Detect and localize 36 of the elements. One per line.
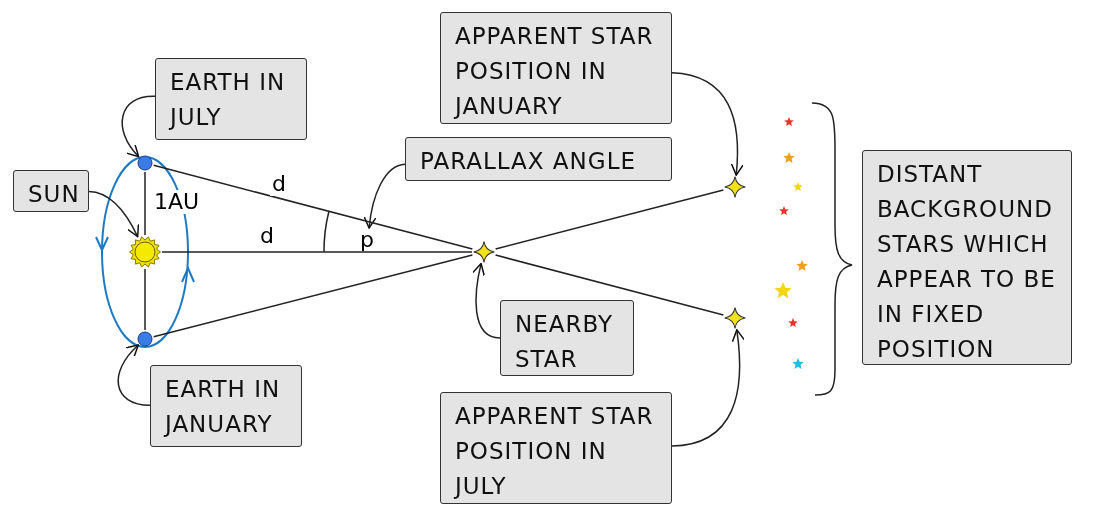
- callout-box: [155, 58, 307, 140]
- star-icon: [473, 241, 495, 263]
- callout-box: [862, 150, 1072, 365]
- earth-dot: [137, 331, 153, 347]
- sight-line: [144, 171, 146, 236]
- leader-arrow: [671, 71, 744, 176]
- star-icon: [724, 307, 746, 329]
- callout-box: [500, 300, 634, 376]
- callout-text: APPARENT STAR POSITION IN JANUARY: [455, 22, 655, 121]
- callout-text: APPARENT STAR POSITION IN JULY: [455, 402, 655, 501]
- callout-box: [150, 365, 302, 447]
- leader-arrow: [88, 190, 139, 238]
- callout-box: [405, 137, 672, 181]
- sight-line: [152, 254, 474, 338]
- sight-line: [144, 268, 146, 331]
- callout-text: EARTH IN JULY: [170, 68, 287, 132]
- star-icon: [724, 176, 746, 198]
- leader-arrow: [121, 95, 156, 158]
- sun-icon: [129, 236, 161, 268]
- callout-box: [13, 170, 89, 212]
- sight-line: [161, 251, 473, 253]
- leader-arrow: [117, 344, 151, 407]
- callout-text: NEARBY STAR: [515, 310, 615, 374]
- callout-text: EARTH IN JANUARY: [165, 375, 282, 439]
- sight-line: [494, 189, 725, 250]
- leader-arrow: [363, 163, 406, 229]
- leader-arrow: [671, 329, 745, 447]
- earth-dot: [137, 155, 153, 171]
- callout-box: [440, 12, 672, 124]
- sight-line: [494, 254, 725, 316]
- sight-line: [152, 164, 474, 250]
- callout-text: PARALLAX ANGLE: [420, 147, 637, 176]
- leader-arrow: [472, 262, 501, 339]
- callout-text: DISTANT BACKGROUND STARS WHICH APPEAR TO BE IN FIXED POSITION: [877, 160, 1057, 364]
- angle-symbol: p: [358, 228, 376, 252]
- callout-box: [440, 392, 672, 504]
